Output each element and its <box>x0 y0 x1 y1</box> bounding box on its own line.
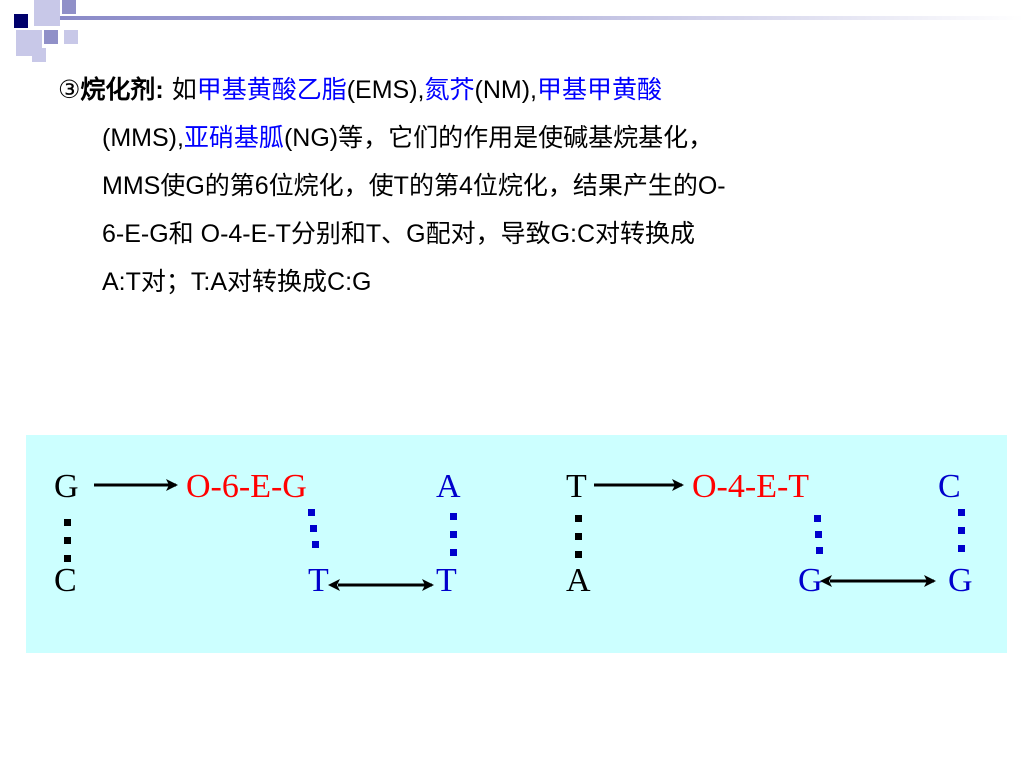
pair-dots-g-c <box>64 519 71 562</box>
product-o4et: O-4-E-T <box>692 468 809 505</box>
pair-dots-t-a <box>575 515 582 558</box>
mms-abbr: (MMS), <box>102 124 184 152</box>
pair-dots-a-t <box>450 513 457 556</box>
base-g-bottom-right: G <box>948 562 973 599</box>
product-o6eg: O-6-E-G <box>186 468 307 505</box>
mutation-diagram: G O-6-E-G A C T T T O-4-E-T C <box>26 435 1007 653</box>
deco-header-bar <box>60 16 1024 20</box>
text-line-4: 6-E-G和 O-4-E-T分别和T、G配对，导致G:C对转换成 <box>102 220 696 248</box>
text-fragment: 如 <box>163 75 197 104</box>
pair-dots-c-g <box>958 509 965 552</box>
deco-square-1 <box>14 14 28 28</box>
base-c-bottom: C <box>54 562 77 599</box>
left-transition-group: G O-6-E-G A C T T <box>54 468 461 599</box>
heading-alkylating-agents: 烷化剂: <box>80 76 164 104</box>
mms-name: 甲基甲黄酸 <box>537 75 663 104</box>
circled-number-marker: ③ <box>58 76 81 104</box>
pair-dots-o6eg-t <box>308 509 319 548</box>
base-t-paired: T <box>308 562 329 599</box>
nm-name: 氮芥 <box>424 75 475 104</box>
deco-square-2 <box>34 0 60 26</box>
base-t-top: T <box>566 468 587 505</box>
right-transition-group: T O-4-E-T C A G G <box>566 468 973 599</box>
ng-name: 亚硝基胍 <box>183 123 284 152</box>
deco-square-7 <box>32 48 46 62</box>
base-g-top: G <box>54 468 79 505</box>
text-line-5: A:T对；T:A对转换成C:G <box>102 268 372 296</box>
slide-text: ③烷化剂: 如甲基黄酸乙脂(EMS),氮芥(NM),甲基甲黄酸 (MMS),亚硝… <box>58 66 958 306</box>
base-c-top-right: C <box>938 468 961 505</box>
text-line-3: MMS使G的第6位烷化，使T的第4位烷化，结果产生的O- <box>102 172 726 200</box>
deco-square-3 <box>62 0 76 14</box>
pair-dots-o4et-g <box>814 515 823 554</box>
base-g-paired: G <box>798 562 823 599</box>
deco-square-5 <box>44 30 58 44</box>
text-line-2: (MMS),亚硝基胍(NG)等，它们的作用是使碱基烷基化， <box>58 114 958 162</box>
base-t-bottom-left: T <box>436 562 457 599</box>
base-a-bottom: A <box>566 562 591 599</box>
diagram-svg: G O-6-E-G A C T T T O-4-E-T C <box>54 468 973 599</box>
ems-abbr: (EMS), <box>346 76 425 104</box>
deco-square-6 <box>64 30 78 44</box>
text-fragment: (NG)等，它们的作用是使碱基烷基化， <box>283 124 714 152</box>
base-a-top-left: A <box>436 468 461 505</box>
text-line-1: ③烷化剂: 如甲基黄酸乙脂(EMS),氮芥(NM),甲基甲黄酸 <box>58 66 958 114</box>
ems-name: 甲基黄酸乙脂 <box>196 75 347 104</box>
nm-abbr: (NM), <box>474 76 537 104</box>
